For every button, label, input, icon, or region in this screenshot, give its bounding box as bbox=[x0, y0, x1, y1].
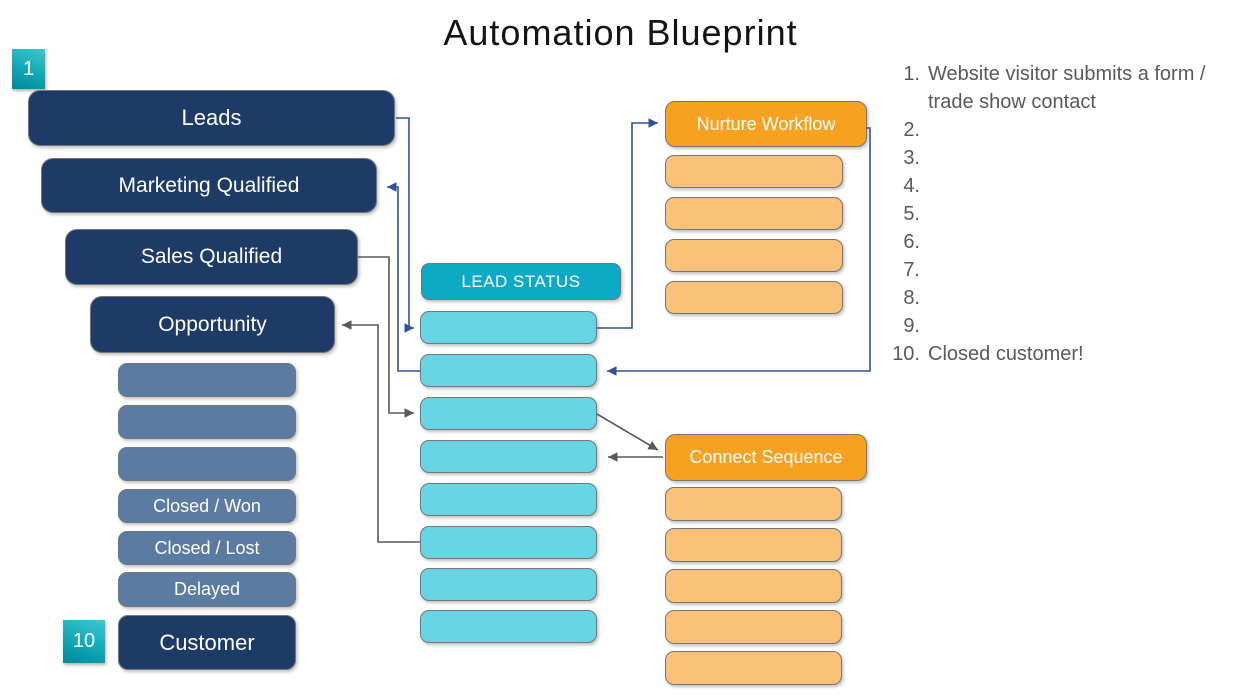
funnel-stage-empty-2 bbox=[118, 405, 296, 439]
funnel-stage-delayed: Delayed bbox=[118, 572, 296, 607]
funnel-stage-empty-1 bbox=[118, 363, 296, 397]
connect-sequence-row-5 bbox=[665, 651, 842, 685]
annotation-item-7: 7. bbox=[880, 256, 1206, 284]
annotation-item-8: 8. bbox=[880, 284, 1206, 312]
nurture-workflow-row-1 bbox=[665, 155, 843, 188]
step-badge-10: 10 bbox=[63, 620, 105, 663]
page-title: Automation Blueprint bbox=[443, 12, 798, 53]
funnel-stage-empty-3 bbox=[118, 447, 296, 481]
annotation-text bbox=[928, 256, 1206, 284]
lead-status-row-3 bbox=[420, 397, 597, 430]
nurture-workflow-row-4 bbox=[665, 281, 843, 314]
annotation-text bbox=[928, 144, 1206, 172]
annotation-number: 9. bbox=[903, 315, 920, 337]
funnel-stage-marketing-qualified: Marketing Qualified bbox=[41, 158, 377, 213]
annotation-text bbox=[928, 312, 1206, 340]
annotation-number: 7. bbox=[903, 259, 920, 281]
annotation-item-6: 6. bbox=[880, 228, 1206, 256]
annotation-item-4: 4. bbox=[880, 172, 1206, 200]
funnel-stage-closed-lost: Closed / Lost bbox=[118, 531, 296, 565]
annotation-text: Website visitor submits a form / trade s… bbox=[928, 63, 1206, 113]
nurture-workflow-row-3 bbox=[665, 239, 843, 272]
lead-status-row-4 bbox=[420, 440, 597, 473]
lead-status-header: LEAD STATUS bbox=[421, 263, 621, 300]
connect-sequence-header: Connect Sequence bbox=[665, 434, 867, 481]
annotation-number: 6. bbox=[903, 231, 920, 253]
annotation-list: 1. Website visitor submits a form / trad… bbox=[880, 60, 1206, 368]
annotation-item-1: 1. Website visitor submits a form / trad… bbox=[880, 60, 1206, 116]
connector-status-row6-to-opportunity bbox=[342, 320, 420, 543]
connector-sales-qualified-to-status-row3 bbox=[358, 256, 414, 418]
connect-sequence-row-3 bbox=[665, 569, 842, 603]
lead-status-row-2 bbox=[420, 354, 597, 387]
lead-status-row-5 bbox=[420, 483, 597, 516]
connector-status-row3-to-connect-sequence bbox=[596, 413, 659, 451]
annotation-number: 10. bbox=[892, 343, 920, 365]
lead-status-row-8 bbox=[420, 610, 597, 643]
annotation-item-2: 2. bbox=[880, 116, 1206, 144]
funnel-stage-leads: Leads bbox=[28, 90, 395, 146]
lead-status-row-6 bbox=[420, 526, 597, 559]
annotation-text bbox=[928, 284, 1206, 312]
connect-sequence-row-4 bbox=[665, 610, 842, 644]
annotation-text: Closed customer! bbox=[928, 343, 1084, 365]
nurture-workflow-header: Nurture Workflow bbox=[665, 101, 867, 147]
connect-sequence-row-2 bbox=[665, 528, 842, 562]
annotation-text bbox=[928, 228, 1206, 256]
annotation-text bbox=[928, 116, 1206, 144]
connector-status-row2-to-marketing-qualified bbox=[387, 182, 420, 372]
nurture-workflow-row-2 bbox=[665, 197, 843, 230]
annotation-item-9: 9. bbox=[880, 312, 1206, 340]
annotation-number: 3. bbox=[903, 147, 920, 169]
annotation-number: 4. bbox=[903, 175, 920, 197]
funnel-stage-closed-won: Closed / Won bbox=[118, 489, 296, 523]
step-badge-1: 1 bbox=[12, 49, 45, 89]
lead-status-row-7 bbox=[420, 568, 597, 601]
annotation-item-5: 5. bbox=[880, 200, 1206, 228]
funnel-stage-sales-qualified: Sales Qualified bbox=[65, 229, 358, 285]
funnel-stage-opportunity: Opportunity bbox=[90, 296, 335, 353]
lead-status-row-1 bbox=[420, 311, 597, 344]
annotation-number: 2. bbox=[903, 119, 920, 141]
annotation-number: 8. bbox=[903, 287, 920, 309]
annotation-number: 5. bbox=[903, 203, 920, 225]
connector-leads-to-status-row1 bbox=[396, 117, 414, 333]
annotation-text bbox=[928, 200, 1206, 228]
annotation-text bbox=[928, 172, 1206, 200]
connect-sequence-row-1 bbox=[665, 487, 842, 521]
annotation-item-3: 3. bbox=[880, 144, 1206, 172]
annotation-item-10: 10. Closed customer! bbox=[880, 340, 1206, 368]
funnel-stage-customer: Customer bbox=[118, 615, 296, 670]
annotation-number: 1. bbox=[903, 63, 920, 85]
